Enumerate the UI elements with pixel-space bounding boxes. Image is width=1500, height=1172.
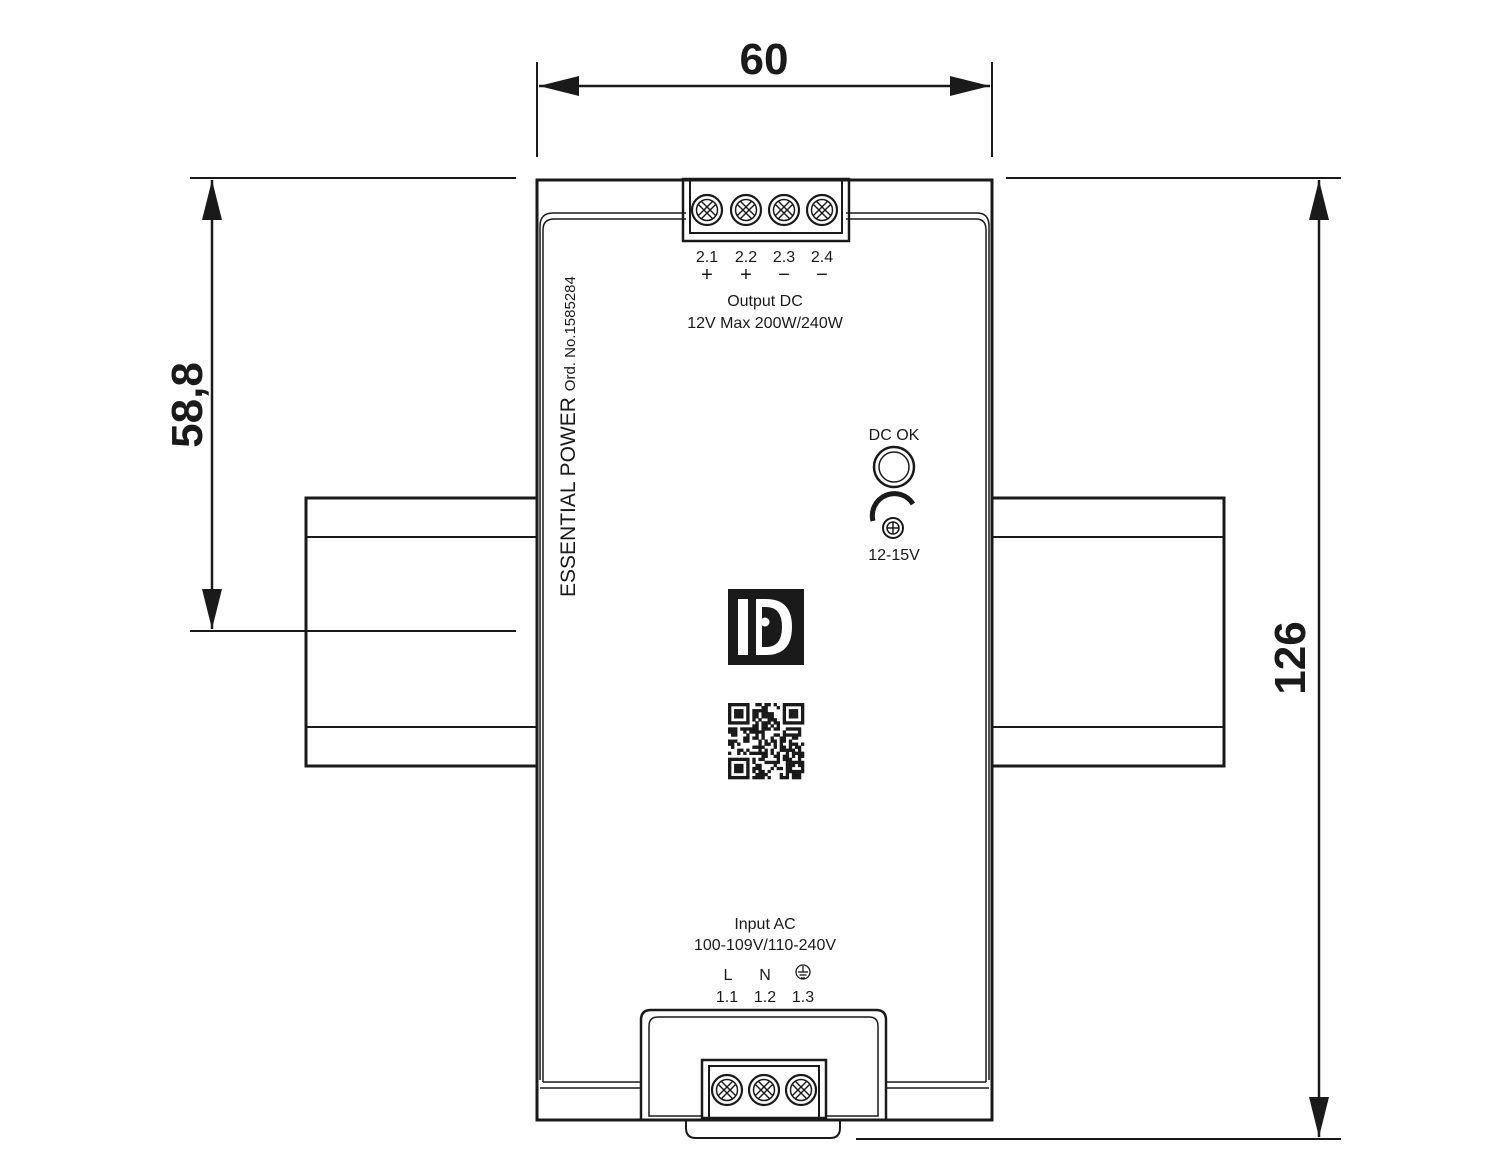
- brand-name: ESSENTIAL POWER: [557, 397, 580, 597]
- input-terminal-housing: [639, 1008, 888, 1139]
- qr-code: [728, 703, 805, 780]
- input-spec: 100-109V/110-240V: [694, 937, 836, 954]
- dimension-depth-value: 58,8: [163, 362, 212, 448]
- dimension-height-value: 126: [1266, 621, 1315, 694]
- phoenix-contact-logo: [728, 589, 804, 665]
- terminal-screw-icon-1-2: [747, 1073, 781, 1107]
- terminal-screw-icon-2-2: [729, 193, 763, 227]
- terminal-label-2-4: 2.4: [811, 249, 833, 266]
- polarity-2-1: +: [701, 264, 713, 286]
- terminal-label-2-3: 2.3: [773, 249, 795, 266]
- terminal-screw-icon-2-1: [690, 193, 724, 227]
- input-labels: Input AC 100-109V/110-240V L N 1.1 1.2 1…: [694, 916, 836, 1006]
- output-terminal-block: [681, 177, 851, 243]
- terminal-screw-icon-1-1: [710, 1073, 744, 1107]
- dimension-height: 126: [856, 177, 1341, 1140]
- polarity-2-4: −: [816, 264, 828, 286]
- polarity-2-3: −: [778, 264, 790, 286]
- output-labels: 2.1 2.2 2.3 2.4 + + − − Output DC 12V Ma…: [687, 249, 844, 332]
- dimension-depth: 58,8: [163, 177, 516, 632]
- order-number: Ord. No.1585284: [562, 276, 579, 391]
- adjust-range-label: 12-15V: [868, 547, 920, 564]
- input-letter-l: L: [724, 967, 733, 984]
- input-terminal-block: [700, 1058, 828, 1120]
- terminal-label-2-2: 2.2: [735, 249, 757, 266]
- potentiometer-icon: [869, 491, 916, 539]
- output-title: Output DC: [727, 293, 803, 310]
- terminal-label-2-1: 2.1: [696, 249, 718, 266]
- svg-text:ESSENTIAL POWER Ord. No.158528: ESSENTIAL POWER Ord. No.1585284: [557, 276, 580, 597]
- output-spec: 12V Max 200W/240W: [687, 315, 844, 332]
- polarity-2-2: +: [740, 264, 752, 286]
- ground-symbol-icon: [795, 964, 811, 980]
- input-title: Input AC: [734, 916, 795, 933]
- voltage-adjust: 12-15V: [868, 491, 920, 564]
- dc-ok-indicator: DC OK: [869, 427, 920, 489]
- dimension-width-value: 60: [740, 35, 789, 84]
- terminal-screw-icon-2-3: [767, 193, 801, 227]
- dimension-width: 60: [536, 35, 993, 157]
- terminal-label-1-3: 1.3: [792, 989, 814, 1006]
- dc-ok-label: DC OK: [869, 427, 920, 444]
- terminal-label-1-1: 1.1: [716, 989, 738, 1006]
- led-indicator-icon: [872, 445, 916, 489]
- input-letter-n: N: [759, 967, 771, 984]
- terminal-screw-icon-2-4: [805, 193, 839, 227]
- vertical-product-text: ESSENTIAL POWER Ord. No.1585284: [557, 276, 580, 597]
- terminal-label-1-2: 1.2: [754, 989, 776, 1006]
- terminal-screw-icon-1-3: [784, 1073, 818, 1107]
